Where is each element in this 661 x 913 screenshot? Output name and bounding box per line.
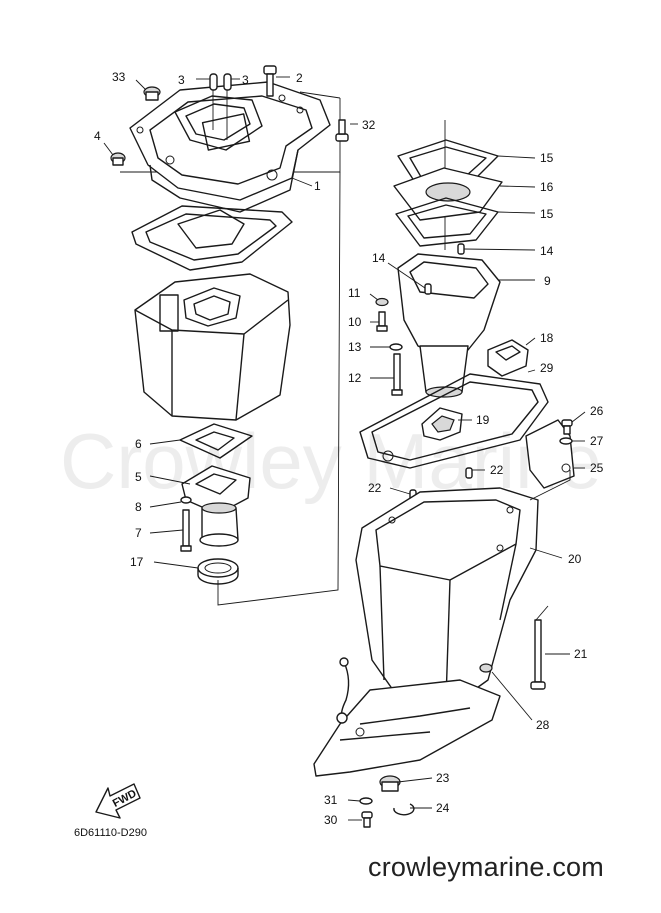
callout-14a: 14 xyxy=(540,244,554,258)
leader-lines xyxy=(103,76,586,821)
bolt-part-7[interactable] xyxy=(180,509,192,552)
callout-17: 17 xyxy=(130,555,144,569)
callout-31: 31 xyxy=(324,793,338,807)
callout-11: 11 xyxy=(348,286,361,300)
callout-18: 18 xyxy=(540,331,554,345)
callout-15a: 15 xyxy=(540,151,554,165)
callout-20: 20 xyxy=(568,552,582,566)
washer-part-31[interactable] xyxy=(359,797,373,805)
callout-12: 12 xyxy=(348,371,362,385)
callout-29: 29 xyxy=(540,361,554,375)
gasket-part-15-bottom[interactable] xyxy=(395,197,499,247)
callout-6: 6 xyxy=(135,437,142,451)
callout-22a: 22 xyxy=(490,463,504,477)
dowel-pin-part-22[interactable] xyxy=(409,467,473,501)
callout-23: 23 xyxy=(436,771,450,785)
callout-32: 32 xyxy=(362,118,376,132)
plate-part-25[interactable] xyxy=(525,419,575,489)
cover-gasket[interactable] xyxy=(131,205,293,271)
watermark-text: Crowley Marine xyxy=(60,417,602,505)
ground-wire[interactable] xyxy=(336,657,350,724)
callout-9: 9 xyxy=(544,274,551,288)
bolt-part-32[interactable] xyxy=(335,119,349,142)
seal-part-18[interactable] xyxy=(487,339,529,377)
washer-part-8[interactable] xyxy=(180,496,192,504)
bolt-part-26[interactable] xyxy=(561,419,573,435)
callout-labels: 33 3 3 2 4 32 1 15 16 15 14 14 9 11 10 1… xyxy=(94,70,604,827)
dowel-pin-part-3[interactable] xyxy=(209,73,232,140)
callout-22b: 22 xyxy=(368,481,382,495)
seal-ring-part-24[interactable] xyxy=(393,803,415,816)
callout-21: 21 xyxy=(574,647,588,661)
plate-part-16[interactable] xyxy=(393,167,503,221)
gasket-part-6[interactable] xyxy=(179,423,253,459)
callout-19: 19 xyxy=(476,413,490,427)
bolt-part-21[interactable] xyxy=(530,619,546,690)
callout-25: 25 xyxy=(590,461,604,475)
callout-1: 1 xyxy=(314,179,321,193)
callout-7: 7 xyxy=(135,526,142,540)
gasket-part-29[interactable] xyxy=(359,373,549,469)
fwd-arrow-icon: FWD xyxy=(95,783,141,819)
plug-part-33[interactable] xyxy=(143,86,161,101)
callout-3a: 3 xyxy=(178,73,185,87)
callout-16: 16 xyxy=(540,180,554,194)
callout-30: 30 xyxy=(324,813,338,827)
bolt-part-2[interactable] xyxy=(263,65,277,97)
callout-24: 24 xyxy=(436,801,450,815)
washer-part-11[interactable] xyxy=(375,297,389,307)
bolt-part-10[interactable] xyxy=(376,311,388,332)
washer-part-27[interactable] xyxy=(559,437,573,445)
callout-5: 5 xyxy=(135,470,142,484)
callout-13: 13 xyxy=(348,340,362,354)
site-url-footer: crowleymarine.com xyxy=(368,852,604,882)
upper-case-cover-part-1[interactable] xyxy=(129,81,331,213)
callout-15b: 15 xyxy=(540,207,554,221)
fwd-label: FWD xyxy=(111,788,139,810)
bolt-part-12[interactable] xyxy=(391,353,403,396)
callout-14b: 14 xyxy=(372,251,386,265)
callout-33: 33 xyxy=(112,70,126,84)
plug-part-23[interactable] xyxy=(379,775,401,792)
exhaust-manifold-part-5[interactable] xyxy=(181,465,251,547)
callout-27: 27 xyxy=(590,434,604,448)
grommet-part-28[interactable] xyxy=(479,663,493,673)
callout-10: 10 xyxy=(348,315,362,329)
callout-3b: 3 xyxy=(242,73,249,87)
lower-plate-section[interactable] xyxy=(313,679,501,777)
bolt-part-30[interactable] xyxy=(361,811,373,828)
diagram-code: 6D61110-D290 xyxy=(74,827,147,839)
callout-4: 4 xyxy=(94,129,101,143)
callout-8: 8 xyxy=(135,500,142,514)
washer-part-13[interactable] xyxy=(389,343,403,351)
callout-28: 28 xyxy=(536,718,550,732)
exhaust-guide-part-9[interactable] xyxy=(397,253,501,398)
callout-2: 2 xyxy=(296,71,303,85)
upper-casing-part-20[interactable] xyxy=(355,487,539,701)
callout-26: 26 xyxy=(590,404,604,418)
nut-part-4[interactable] xyxy=(110,152,126,166)
seal-part-19[interactable] xyxy=(421,407,463,441)
oil-pan-box[interactable] xyxy=(134,273,291,421)
